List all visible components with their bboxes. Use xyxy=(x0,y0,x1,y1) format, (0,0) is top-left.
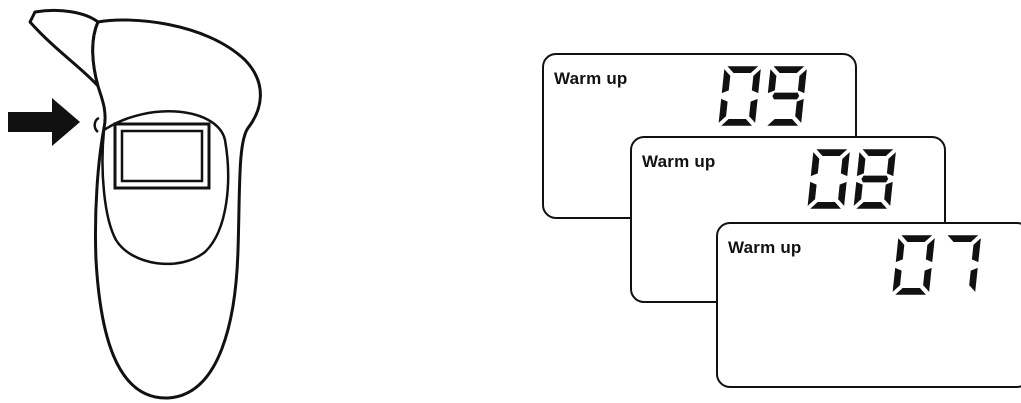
lcd-segment xyxy=(773,66,805,73)
lcd-segment xyxy=(751,69,761,94)
lcd-digit xyxy=(892,235,935,295)
lcd-digit xyxy=(853,149,896,209)
lcd-segment xyxy=(971,238,981,263)
lcd-digit xyxy=(767,66,807,126)
lcd-segment xyxy=(895,288,926,295)
lcd-segment xyxy=(767,119,799,126)
lcd-digit xyxy=(718,66,761,126)
lcd-segment xyxy=(862,149,894,156)
lcd-segment xyxy=(884,181,893,206)
breathalyzer-device-illustration xyxy=(8,8,262,400)
digit-readout-svg xyxy=(892,235,981,295)
lcd-segment xyxy=(810,202,841,209)
lcd-label: Warm up xyxy=(554,69,628,88)
lcd-segment xyxy=(816,149,848,156)
lcd-segment xyxy=(947,235,979,242)
lcd-segment xyxy=(923,267,932,292)
digit-readout-svg xyxy=(718,66,807,126)
arrow-right-icon xyxy=(8,98,80,146)
lcd-segment xyxy=(853,181,863,206)
lcd-digit xyxy=(807,149,850,209)
digit-readout-svg xyxy=(807,149,896,209)
seven-segment-display xyxy=(889,232,985,298)
lcd-segment xyxy=(901,235,933,242)
lcd-screen-3: Warm up xyxy=(716,222,1021,388)
lcd-segment xyxy=(772,92,800,100)
lcd-segment xyxy=(749,98,758,123)
lcd-segment xyxy=(727,66,759,73)
lcd-segment xyxy=(718,98,728,123)
lcd-segment xyxy=(969,267,978,292)
lcd-segment xyxy=(721,69,731,94)
lcd-segment xyxy=(886,152,896,177)
lcd-segment xyxy=(795,98,804,123)
lcd-segment xyxy=(797,69,807,94)
lcd-segment xyxy=(856,202,888,209)
lcd-segment xyxy=(807,181,817,206)
lcd-label: Warm up xyxy=(642,152,716,171)
lcd-segment xyxy=(895,238,905,263)
lcd-segment xyxy=(861,175,889,183)
seven-segment-display xyxy=(804,146,900,212)
lcd-label: Warm up xyxy=(728,238,802,257)
lcd-segment xyxy=(767,69,777,94)
lcd-segment xyxy=(840,152,850,177)
lcd-segment xyxy=(892,267,902,292)
lcd-segment xyxy=(838,181,847,206)
lcd-segment xyxy=(721,119,752,126)
seven-segment-display xyxy=(715,63,811,129)
lcd-screen-stack: Warm up Warm up Warm up xyxy=(530,40,1021,403)
lcd-segment xyxy=(810,152,820,177)
lcd-digit xyxy=(947,235,981,292)
lcd-segment xyxy=(856,152,866,177)
lcd-segment xyxy=(925,238,935,263)
